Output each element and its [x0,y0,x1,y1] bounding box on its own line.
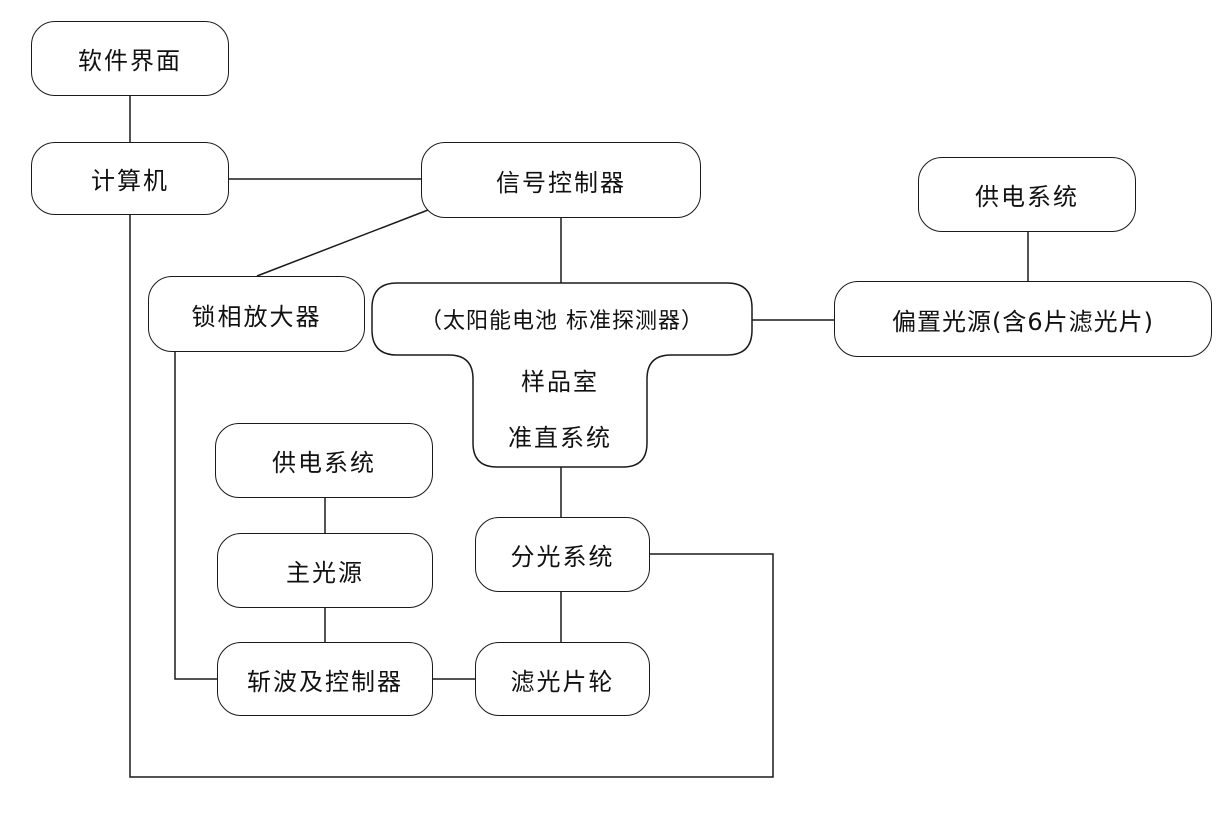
bias-light-source-box: 偏置光源(含6片滤光片) [834,281,1212,357]
edge-signal-controller-lockin [256,209,429,277]
computer-box: 计算机 [31,142,229,215]
edge-computer-monochromator [129,215,774,778]
filter-wheel-box: 滤光片轮 [475,642,650,716]
main-light-source-box: 主光源 [217,533,433,608]
power-supply-main-box: 供电系统 [215,423,433,498]
monochromator-box: 分光系统 [475,517,650,592]
sample-chamber-detectors-label: （太阳能电池 标准探测器） [420,309,704,334]
chopper-controller-box: 斩波及控制器 [217,642,433,716]
software-interface-box: 软件界面 [31,21,229,96]
edge-lockin-chopper [174,352,217,680]
lockin-amplifier-box: 锁相放大器 [148,276,365,352]
sample-chamber-outline [371,282,753,468]
power-supply-bias-box: 供电系统 [918,157,1136,232]
signal-controller-box: 信号控制器 [421,142,701,218]
collimation-system-label: 准直系统 [508,424,612,452]
sample-chamber-label: 样品室 [521,368,599,396]
